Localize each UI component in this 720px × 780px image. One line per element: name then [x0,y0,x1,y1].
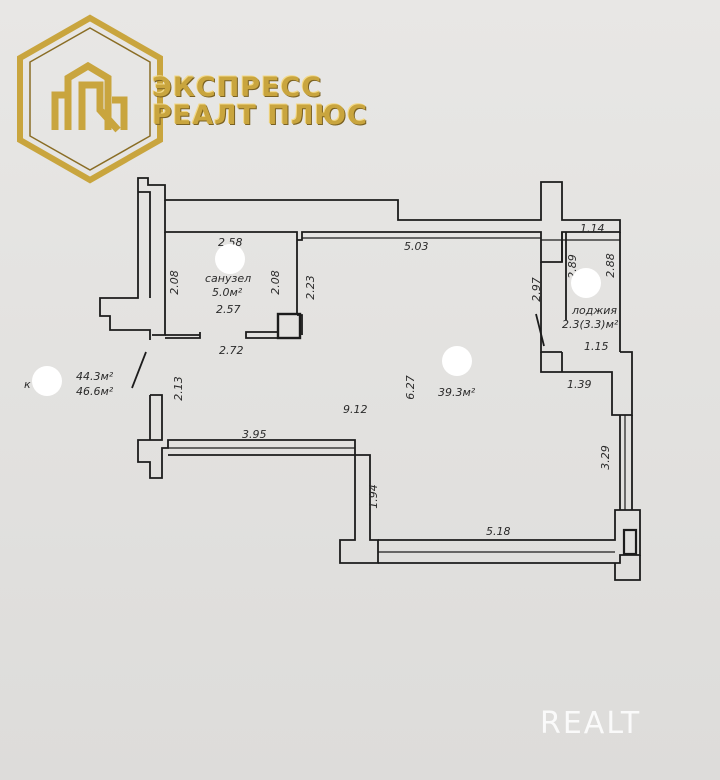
dim-label: 2.08 [167,270,181,295]
brand-line-2: РЕАЛТ ПЛЮС [152,100,368,131]
dim-label: 2.08 [268,270,282,295]
dim-label: 2.88 [603,253,617,278]
total-prefix: к [24,378,31,391]
dim-label: 2.97 [529,277,543,302]
right-wall [540,262,562,353]
dim-label: 1.39 [567,378,592,391]
dim-label: 1.94 [366,484,380,509]
redaction-dot [32,366,62,396]
total-area: 46.6м² [76,385,114,398]
redaction-dot [215,244,245,274]
dim-label: 5.03 [404,240,429,253]
left-wall-lower [137,394,379,564]
bathroom-name: санузел [205,272,252,285]
top-wall [137,177,621,263]
realt-watermark: REALT [540,706,642,741]
dim-label: 5.18 [486,525,511,538]
redaction-dot [571,268,601,298]
shaft [276,312,302,340]
left-wall-upper [99,192,151,340]
loggia-area: 2.3(3.3)м² [562,318,619,331]
brand-line-1: ЭКСПРЕСС [152,72,323,103]
dim-label: 1.14 [580,222,605,235]
dim-label: 2.23 [303,275,317,300]
dim-label: 3.29 [598,445,612,470]
main-room-area: 39.3м² [438,386,476,399]
total-living-area: 44.3м² [76,370,114,383]
dim-label: 2.13 [171,376,185,401]
bathroom-wall [164,200,298,315]
dim-label: 6.27 [403,375,417,400]
dim-label: 2.72 [219,344,244,357]
loggia-name: лоджия [572,304,618,317]
dim-label: 3.95 [242,428,267,441]
corner-column [622,528,638,556]
bathroom-area: 5.0м² [212,286,243,299]
bottom-wall [378,509,641,564]
dim-label: 2.57 [216,303,241,316]
dim-label: 1.15 [584,340,609,353]
dim-label: 9.12 [343,403,368,416]
building-hexagon-logo-icon [17,14,163,184]
redaction-dot [442,346,472,376]
